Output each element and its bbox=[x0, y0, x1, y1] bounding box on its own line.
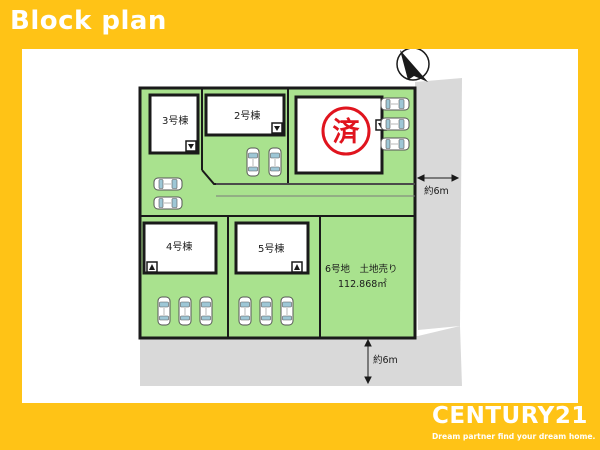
lot6-label: 6号地 土地売り bbox=[325, 263, 398, 275]
brand-logo-text: CENTURY21 bbox=[432, 403, 588, 429]
road-width-south: 約6m bbox=[373, 354, 398, 366]
road-east bbox=[415, 78, 462, 330]
dimension-south bbox=[364, 338, 372, 385]
site-plan: 済 3号棟 2号棟 4号棟 5号棟 6号地 土地売り 112.868㎡ 約6m … bbox=[22, 39, 578, 403]
lot3-label: 3号棟 bbox=[162, 114, 188, 127]
lot2-label: 2号棟 bbox=[234, 109, 260, 122]
car-icon bbox=[259, 296, 273, 326]
car-icon bbox=[246, 147, 260, 177]
car-icon bbox=[153, 196, 183, 210]
car-icon bbox=[178, 296, 192, 326]
building-lot2 bbox=[204, 93, 286, 137]
lot4-label: 4号棟 bbox=[166, 240, 192, 253]
building-lot5 bbox=[234, 221, 310, 275]
road-south bbox=[140, 326, 462, 386]
brand-footer: CENTURY21 Dream partner find your dream … bbox=[418, 402, 600, 450]
dimension-east bbox=[416, 174, 460, 182]
sold-stamp-label: 済 bbox=[333, 116, 361, 148]
car-icon bbox=[380, 137, 410, 151]
car-icon bbox=[157, 296, 171, 326]
lot6-area: 112.868㎡ bbox=[338, 279, 387, 290]
car-icon bbox=[153, 177, 183, 191]
sold-stamp-icon bbox=[321, 106, 371, 156]
north-compass: N bbox=[396, 39, 430, 82]
brand-tagline: Dream partner find your dream home. bbox=[432, 432, 596, 441]
car-icon bbox=[268, 147, 282, 177]
north-arrow-icon bbox=[400, 50, 428, 82]
title-banner: Block plan bbox=[0, 0, 176, 48]
lot5-label: 5号棟 bbox=[258, 242, 284, 255]
car-icon bbox=[280, 296, 294, 326]
page-title: Block plan bbox=[10, 6, 167, 36]
car-icon bbox=[199, 296, 213, 326]
title-banner-shape bbox=[0, 0, 176, 48]
car-icon bbox=[380, 117, 410, 131]
car-icon bbox=[380, 97, 410, 111]
road-width-east: 約6m bbox=[424, 185, 449, 197]
building-lot4 bbox=[142, 221, 218, 275]
car-icon bbox=[238, 296, 252, 326]
site-plan-drawing: 済 3号棟 2号棟 4号棟 5号棟 6号地 土地売り 112.868㎡ 約6m … bbox=[138, 39, 462, 386]
